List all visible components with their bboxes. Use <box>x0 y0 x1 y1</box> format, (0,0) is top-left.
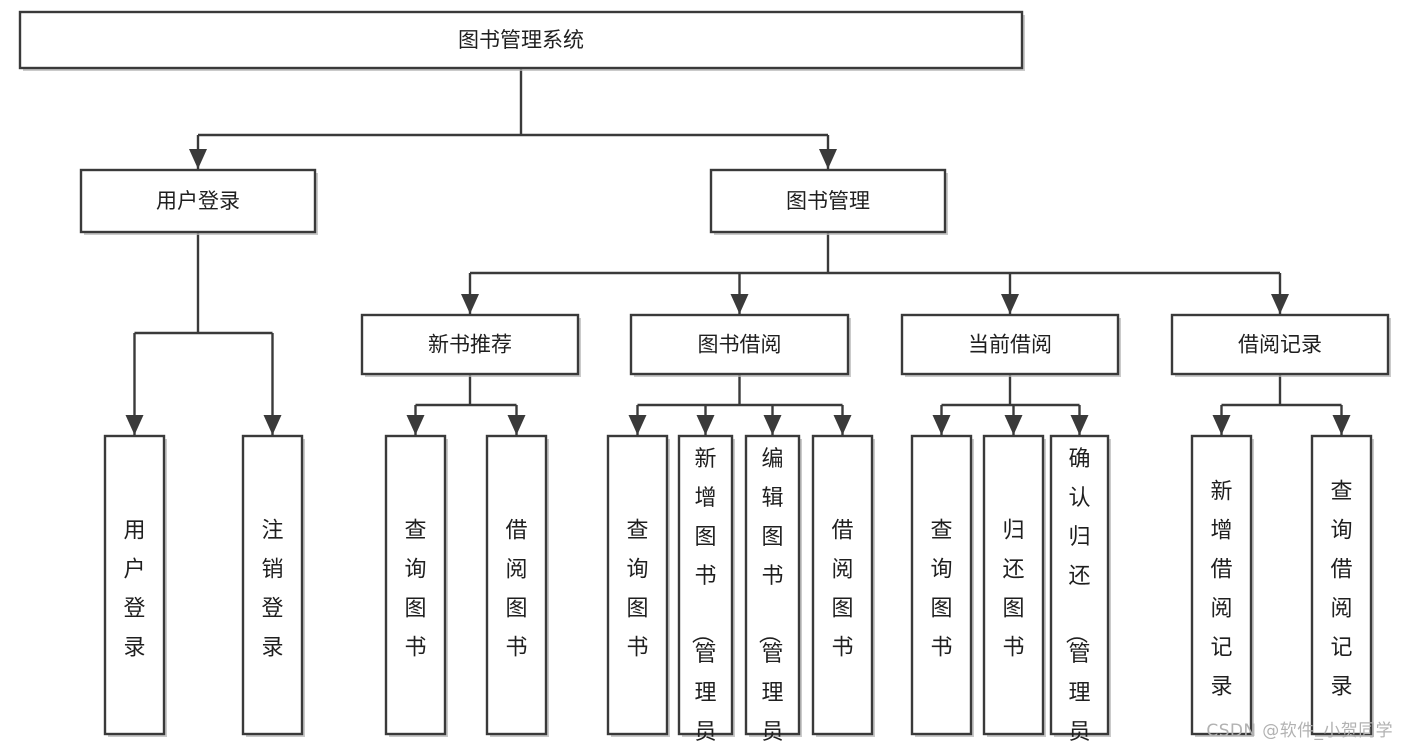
node-rect[interactable] <box>606 434 669 736</box>
node-rect[interactable] <box>18 10 1024 70</box>
arrow-head-icon <box>263 415 282 435</box>
node-label: 编辑图书（管理员） <box>755 447 783 747</box>
node-rect[interactable] <box>709 168 947 234</box>
arrow-head-icon <box>696 415 715 435</box>
arrow-head-icon <box>1070 415 1089 435</box>
node-leaf-query-book-borrow[interactable]: 查询图书 <box>606 434 670 737</box>
node-label: 查询借阅记录 <box>1330 479 1352 699</box>
connector-layer <box>125 68 1351 435</box>
node-rect[interactable] <box>79 168 317 234</box>
node-label: 注销登录 <box>261 518 283 660</box>
arrow-head-icon <box>507 415 526 435</box>
node-rect[interactable] <box>1190 434 1253 736</box>
arrow-head-icon <box>1271 294 1289 314</box>
node-leaf-user-login[interactable]: 用户登录 <box>103 434 167 737</box>
node-label: 图书管理 <box>786 189 870 213</box>
node-leaf-confirm-return[interactable]: 确认归还（管理员） <box>1049 434 1111 747</box>
node-label: 查询图书 <box>626 518 648 660</box>
node-rect[interactable] <box>241 434 304 736</box>
node-leaf-query-book-recommend[interactable]: 查询图书 <box>384 434 448 737</box>
node-root[interactable]: 图书管理系统 <box>18 10 1025 71</box>
node-label: 图书管理系统 <box>458 28 584 52</box>
arrow-head-icon <box>1332 415 1351 435</box>
node-rect[interactable] <box>1170 313 1390 376</box>
node-book-manage[interactable]: 图书管理 <box>709 168 948 235</box>
node-leaf-logout[interactable]: 注销登录 <box>241 434 305 737</box>
node-leaf-return-book[interactable]: 归还图书 <box>982 434 1046 737</box>
node-user-login[interactable]: 用户登录 <box>79 168 318 235</box>
node-rect[interactable] <box>360 313 580 376</box>
node-label: 查询图书 <box>404 518 426 660</box>
arrow-head-icon <box>628 415 647 435</box>
node-rect[interactable] <box>677 434 734 736</box>
arrow-head-icon <box>1004 415 1023 435</box>
node-label: 归还图书 <box>1002 518 1024 660</box>
csdn-watermark: CSDN @软件_小贺同学 <box>1206 721 1393 741</box>
arrow-head-icon <box>730 294 749 314</box>
arrow-head-icon <box>932 415 951 435</box>
node-leaf-query-book-current[interactable]: 查询图书 <box>910 434 974 737</box>
node-label: 新书推荐 <box>428 333 512 357</box>
node-leaf-add-borrow-record[interactable]: 新增借阅记录 <box>1190 434 1254 737</box>
node-layer: 图书管理系统用户登录图书管理新书推荐图书借阅当前借阅借阅记录用户登录注销登录查询… <box>18 10 1391 747</box>
node-rect[interactable] <box>982 434 1045 736</box>
node-leaf-add-book[interactable]: 新增图书（管理员） <box>677 434 735 747</box>
arrow-head-icon <box>125 415 144 435</box>
node-rect[interactable] <box>744 434 801 736</box>
node-rect[interactable] <box>485 434 548 736</box>
node-label: 用户登录 <box>123 518 145 660</box>
node-label: 新增借阅记录 <box>1210 479 1232 699</box>
node-leaf-edit-book[interactable]: 编辑图书（管理员） <box>744 434 802 747</box>
node-label: 用户登录 <box>156 189 240 213</box>
node-rect[interactable] <box>811 434 874 736</box>
node-rect[interactable] <box>1310 434 1373 736</box>
node-label: 图书借阅 <box>698 333 782 357</box>
node-label: 借阅记录 <box>1238 333 1322 357</box>
node-label: 当前借阅 <box>968 333 1052 357</box>
node-new-book-recommend[interactable]: 新书推荐 <box>360 313 581 377</box>
node-label: 借阅图书 <box>831 518 853 660</box>
arrow-head-icon <box>406 415 425 435</box>
node-label: 借阅图书 <box>505 518 527 660</box>
arrow-head-icon <box>819 149 837 169</box>
node-leaf-borrow-book-recommend[interactable]: 借阅图书 <box>485 434 549 737</box>
node-rect[interactable] <box>1049 434 1110 736</box>
node-leaf-query-borrow-record[interactable]: 查询借阅记录 <box>1310 434 1374 737</box>
arrow-head-icon <box>763 415 782 435</box>
node-rect[interactable] <box>900 313 1120 376</box>
node-rect[interactable] <box>629 313 850 376</box>
node-label: 查询图书 <box>930 518 952 660</box>
node-label: 确认归还（管理员） <box>1062 447 1090 747</box>
node-borrow-records[interactable]: 借阅记录 <box>1170 313 1391 377</box>
node-label: 新增图书（管理员） <box>688 447 716 747</box>
node-leaf-borrow-book[interactable]: 借阅图书 <box>811 434 875 737</box>
node-rect[interactable] <box>910 434 973 736</box>
arrow-head-icon <box>833 415 852 435</box>
arrow-head-icon <box>461 294 479 314</box>
arrow-head-icon <box>189 149 207 169</box>
arrow-head-icon <box>1212 415 1231 435</box>
node-rect[interactable] <box>103 434 166 736</box>
node-rect[interactable] <box>384 434 447 736</box>
node-book-borrow[interactable]: 图书借阅 <box>629 313 851 377</box>
node-current-borrow[interactable]: 当前借阅 <box>900 313 1121 377</box>
arrow-head-icon <box>1001 294 1019 314</box>
